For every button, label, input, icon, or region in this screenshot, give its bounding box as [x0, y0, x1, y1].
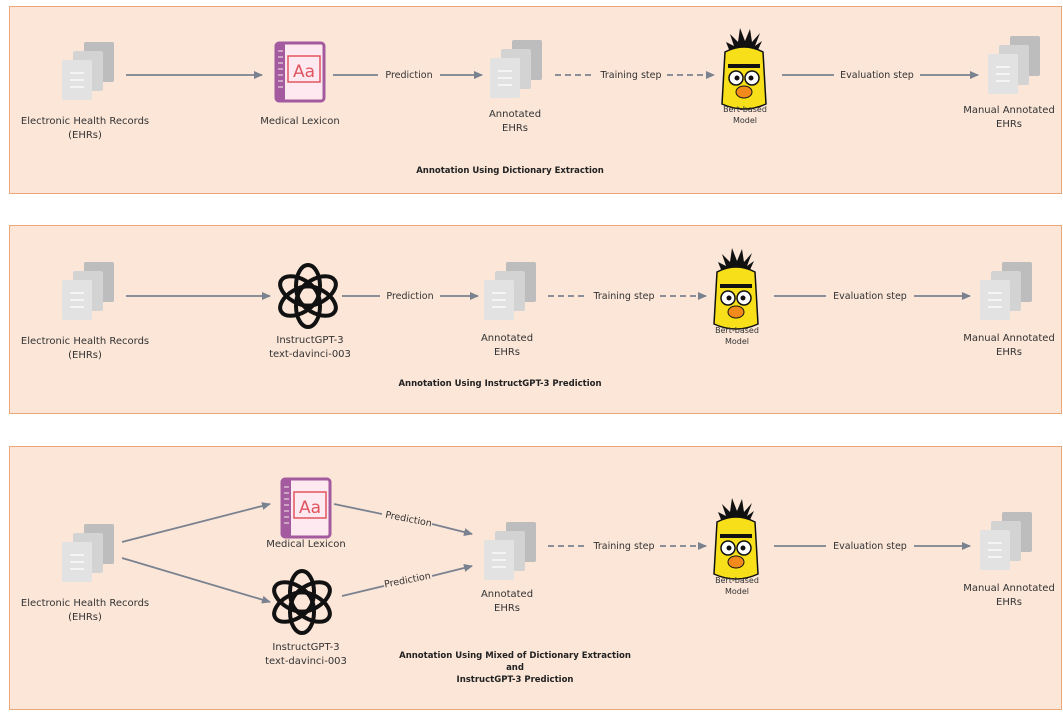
edge-prediction-arrow: [431, 523, 473, 536]
node-label-gpt: InstructGPT-3 text-davinci-003: [265, 642, 347, 667]
document-stack-icon: [979, 261, 1033, 321]
document-stack-icon: [61, 261, 115, 321]
panel2-edges: Prediction Training step Evaluation step: [126, 291, 971, 302]
edge-label-training: Training step: [592, 541, 654, 552]
document-stack-icon: [61, 41, 115, 101]
node-label-ehr: Electronic Health Records (EHRs): [20, 116, 150, 141]
edge-label-evaluation: Evaluation step: [833, 291, 907, 302]
node-label-manual: Manual Annotated EHRs: [963, 583, 1055, 608]
panel1-edges: Prediction Training step Evaluation step: [126, 70, 979, 81]
panel-mixed-annotation: [9, 446, 1062, 710]
document-stack-icon: [483, 261, 537, 321]
openai-logo-icon: [267, 569, 337, 635]
edge-label-evaluation: Evaluation step: [840, 70, 914, 81]
node-label-model: Bert-based Model: [715, 576, 759, 596]
document-stack-icon: [489, 39, 543, 99]
edge-label-evaluation: Evaluation step: [833, 541, 907, 552]
edge-label-training: Training step: [599, 70, 661, 81]
bert-character-icon: [713, 247, 759, 330]
bert-character-icon: [713, 497, 759, 580]
document-stack-icon: [483, 521, 537, 581]
dictionary-book-icon: [280, 477, 332, 539]
node-label-annotated: Annotated EHRs: [488, 109, 542, 134]
node-label-lexicon: Medical Lexicon: [266, 539, 346, 550]
edge-label-prediction-1: Prediction: [384, 510, 432, 530]
node-label-model: Bert-based Model: [715, 326, 759, 346]
edge-label-training: Training step: [592, 291, 654, 302]
panel-instructgpt-prediction: [9, 225, 1062, 414]
document-stack-icon: [987, 35, 1041, 95]
document-stack-icon: [979, 511, 1033, 571]
node-label-model: Bert-based Model: [723, 105, 767, 125]
panel-title: Annotation Using Mixed of Dictionary Ext…: [399, 651, 631, 685]
edge-ehr-to-lexicon: [121, 502, 271, 543]
node-label-ehr: Electronic Health Records (EHRs): [20, 336, 150, 361]
edge-prediction-arrow: [431, 564, 473, 577]
openai-logo-icon: [273, 263, 343, 329]
panel-dictionary-extraction: [9, 6, 1062, 194]
edge-label-prediction: Prediction: [385, 70, 432, 81]
panel1-nodes: [61, 27, 1041, 110]
node-label-ehr: Electronic Health Records (EHRs): [20, 598, 150, 623]
panel2-nodes: [61, 247, 1033, 330]
node-label-manual: Manual Annotated EHRs: [963, 105, 1055, 130]
edge-label-prediction: Prediction: [386, 291, 433, 302]
edge-prediction-line: [333, 503, 383, 515]
panel-title: Annotation Using Dictionary Extraction: [416, 166, 604, 176]
bert-character-icon: [721, 27, 767, 110]
edge-label-prediction-2: Prediction: [383, 571, 431, 591]
document-stack-icon: [61, 523, 115, 583]
node-label-annotated: Annotated EHRs: [480, 333, 534, 358]
node-label-gpt: InstructGPT-3 text-davinci-003: [269, 335, 351, 360]
edge-prediction-line: [341, 585, 385, 597]
node-label-annotated: Annotated EHRs: [480, 589, 534, 614]
edge-ehr-to-gpt: [121, 557, 271, 604]
dictionary-book-icon: [274, 41, 326, 103]
node-label-lexicon: Medical Lexicon: [260, 116, 340, 127]
node-label-manual: Manual Annotated EHRs: [963, 333, 1055, 358]
panel-title: Annotation Using InstructGPT-3 Predictio…: [398, 379, 602, 389]
